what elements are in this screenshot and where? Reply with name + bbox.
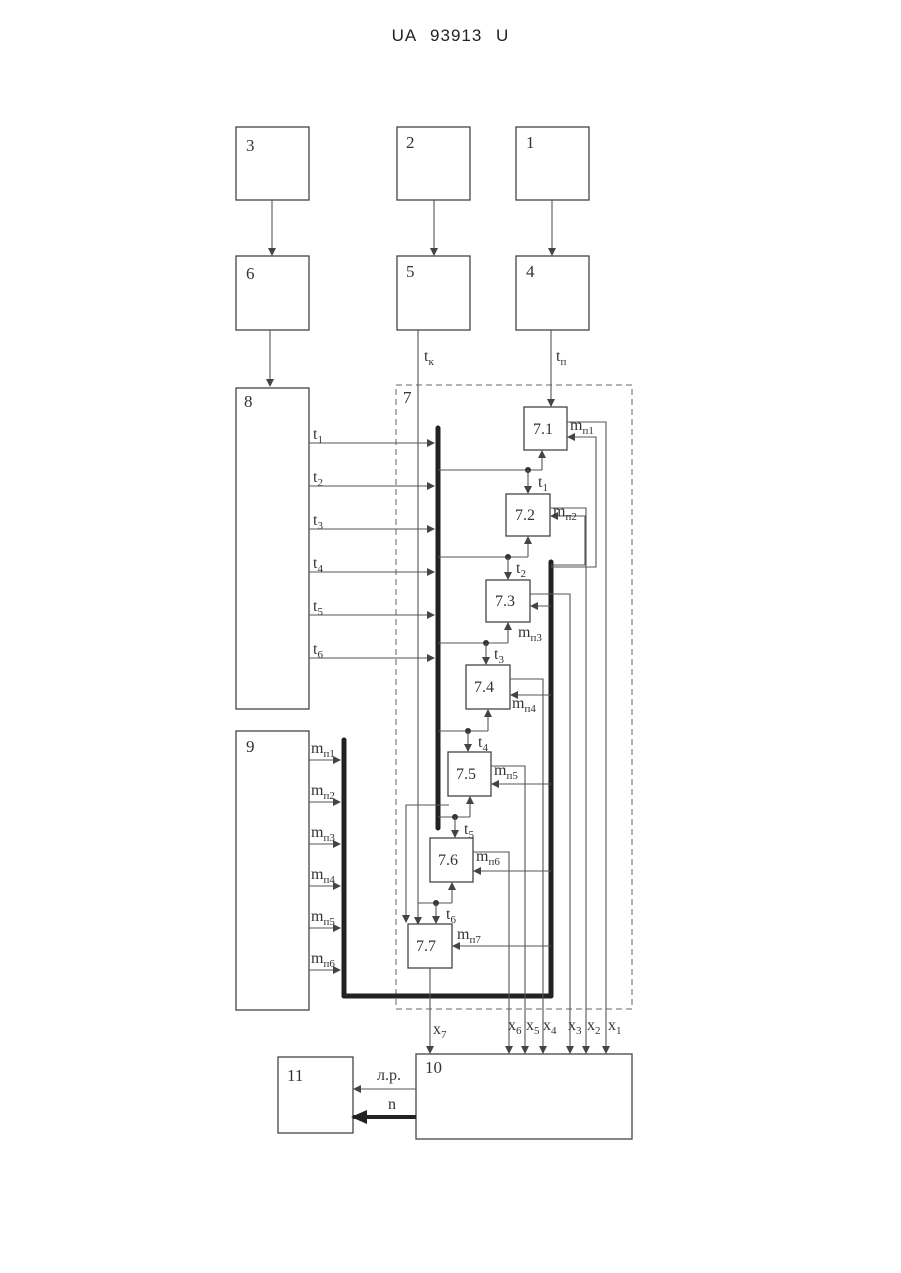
- block-7-6: 7.6: [430, 838, 473, 882]
- t-inputs: t1 t2 t3 t4 t5 t6: [309, 426, 434, 661]
- svg-text:11: 11: [287, 1066, 303, 1085]
- svg-text:7.6: 7.6: [438, 852, 458, 869]
- svg-text:mп3: mп3: [518, 624, 542, 644]
- svg-text:t1: t1: [538, 474, 548, 494]
- block-10: 10: [416, 1054, 632, 1139]
- block-3: 3: [236, 127, 309, 200]
- block-9: 9: [236, 731, 309, 1010]
- block-5: 5: [397, 256, 470, 330]
- svg-text:7.5: 7.5: [456, 766, 476, 783]
- block-7-5: 7.5: [448, 752, 491, 796]
- label-tp: tп: [556, 348, 566, 368]
- svg-text:mп7: mп7: [457, 926, 481, 946]
- svg-text:t3: t3: [494, 646, 504, 666]
- svg-text:7.2: 7.2: [515, 507, 535, 524]
- block-8: 8: [236, 388, 309, 709]
- svg-text:9: 9: [246, 737, 255, 756]
- svg-text:mп6: mп6: [476, 848, 500, 868]
- svg-text:x4: x4: [543, 1017, 557, 1037]
- svg-text:1: 1: [526, 133, 535, 152]
- svg-text:mп2: mп2: [311, 782, 335, 802]
- block-7-1: 7.1: [524, 407, 567, 450]
- label-lr: л.р.: [377, 1067, 401, 1084]
- svg-text:7.1: 7.1: [533, 421, 553, 438]
- svg-text:mп5: mп5: [311, 908, 335, 928]
- block-6: 6: [236, 256, 309, 330]
- svg-text:4: 4: [526, 262, 535, 281]
- svg-text:10: 10: [425, 1058, 442, 1077]
- svg-text:t6: t6: [446, 906, 456, 926]
- svg-text:7.7: 7.7: [416, 938, 436, 955]
- svg-text:mп3: mп3: [311, 824, 335, 844]
- svg-text:7: 7: [403, 388, 412, 407]
- svg-text:x2: x2: [587, 1017, 601, 1037]
- svg-text:mп4: mп4: [512, 695, 536, 715]
- svg-text:t2: t2: [516, 560, 526, 580]
- svg-text:x6: x6: [508, 1017, 522, 1037]
- m-inputs: mп1 mп2 mп3 mп4 mп5 mп6: [309, 740, 340, 970]
- svg-text:x5: x5: [526, 1017, 540, 1037]
- block-2: 2: [397, 127, 470, 200]
- svg-text:7.3: 7.3: [495, 593, 515, 610]
- block-7-4: 7.4: [466, 665, 510, 709]
- label-tk: tк: [424, 348, 434, 368]
- svg-text:mп2: mп2: [553, 503, 577, 523]
- svg-text:7.4: 7.4: [474, 679, 494, 696]
- block-11: 11: [278, 1057, 353, 1133]
- svg-text:mп6: mп6: [311, 950, 335, 970]
- svg-text:t4: t4: [478, 734, 488, 754]
- block-7-2: 7.2: [506, 494, 550, 536]
- svg-text:mп4: mп4: [311, 866, 335, 886]
- svg-text:x1: x1: [608, 1017, 622, 1037]
- block-7-3: 7.3: [486, 580, 530, 622]
- block-1: 1: [516, 127, 589, 200]
- svg-text:5: 5: [406, 262, 415, 281]
- block-4: 4: [516, 256, 589, 330]
- svg-text:3: 3: [246, 136, 255, 155]
- block-7-7: 7.7: [408, 924, 452, 968]
- svg-text:mп1: mп1: [311, 740, 335, 760]
- svg-text:2: 2: [406, 133, 415, 152]
- label-n: n: [388, 1096, 396, 1113]
- svg-text:x7: x7: [433, 1021, 447, 1041]
- svg-text:mп1: mп1: [570, 417, 594, 437]
- svg-text:6: 6: [246, 264, 255, 283]
- svg-text:8: 8: [244, 392, 253, 411]
- svg-text:mп5: mп5: [494, 762, 518, 782]
